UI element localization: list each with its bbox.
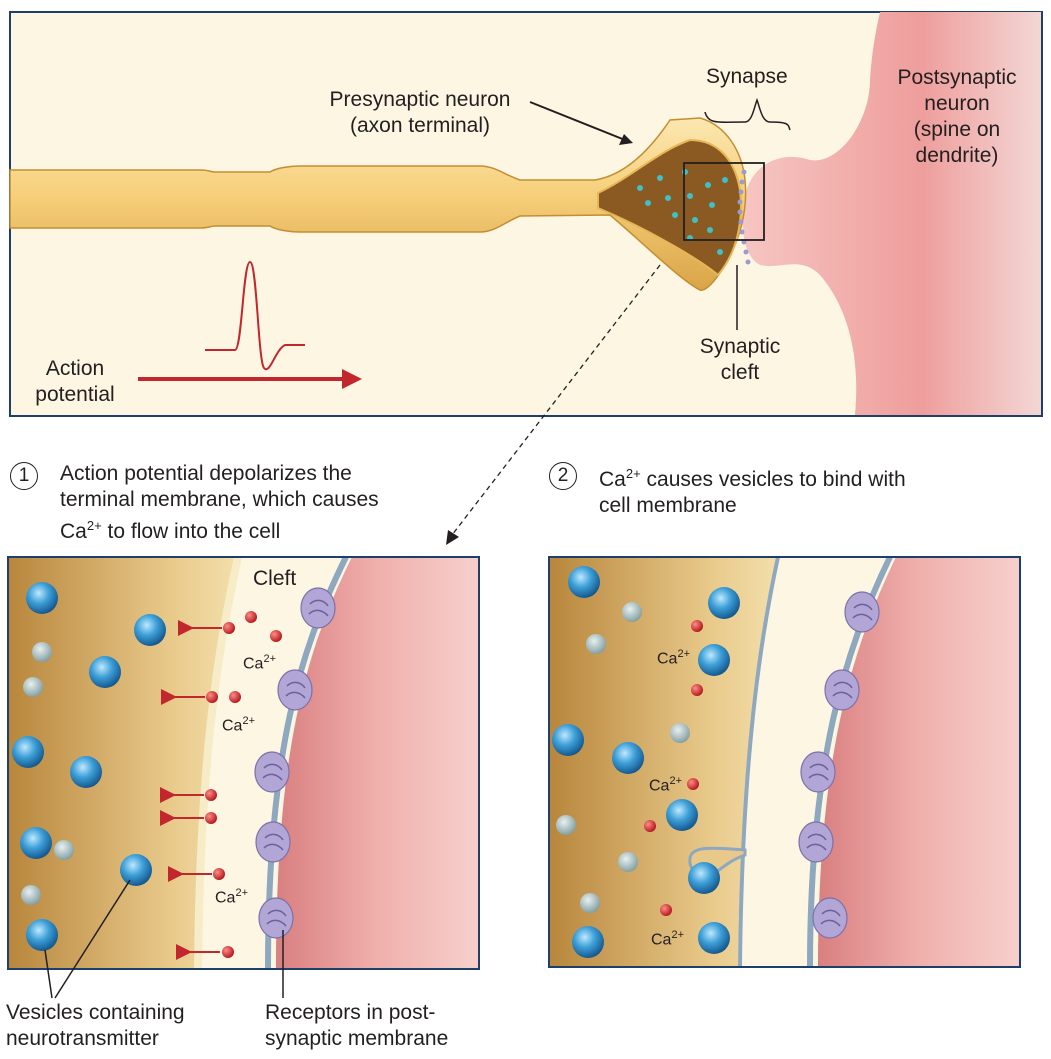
presynaptic-pointer-line (529, 101, 626, 141)
receptor (800, 751, 836, 793)
postsynaptic-neuron-shape (742, 12, 1041, 415)
receptor (258, 897, 294, 939)
calcium-ion (691, 684, 703, 696)
vesicle-faded (622, 602, 642, 622)
calcium-ion (213, 868, 225, 880)
panel2-receptors (798, 591, 880, 939)
receptor (255, 821, 291, 863)
vesicle (120, 854, 152, 886)
vesicle-layer (12, 566, 740, 958)
calcium-ion (223, 622, 235, 634)
step-2-caption: Ca2+ causes vesicles to bind with cell m… (599, 466, 906, 517)
zoom-dashed-line (451, 264, 661, 536)
vesicle (89, 656, 121, 688)
receptor (812, 897, 848, 939)
step-1-number: 1 (10, 462, 38, 490)
vesicle-pointer-line-2 (54, 879, 131, 999)
presynaptic-pointer-head (619, 134, 633, 145)
vesicle (12, 736, 44, 768)
calcium-ion (245, 611, 257, 623)
ca-label: Ca2+ (243, 653, 276, 673)
ca-label: Ca2+ (222, 715, 255, 735)
panel1-receptors (254, 587, 336, 939)
vesicle (708, 587, 740, 619)
calcium-ion (687, 778, 699, 790)
vesicle-faded (586, 634, 606, 654)
vesicle (26, 582, 58, 614)
calcium-ion (270, 630, 282, 642)
receptor (254, 751, 290, 793)
receptor (824, 669, 860, 711)
vesicle-faded (54, 840, 74, 860)
vesicle (568, 566, 600, 598)
vesicle (666, 799, 698, 831)
zoom-dashed-head (446, 530, 459, 545)
vesicle (572, 926, 604, 958)
calcium-ion (205, 789, 217, 801)
vesicle (26, 919, 58, 951)
vesicle (612, 742, 644, 774)
calcium-ion (644, 820, 656, 832)
ca-label: Ca2+ (657, 648, 690, 668)
receptor (798, 821, 834, 863)
influx-arrow-layer (160, 620, 222, 960)
receptor (277, 669, 313, 711)
vesicle-faded (670, 723, 690, 743)
calcium-ion (206, 691, 218, 703)
calcium-ion (660, 904, 672, 916)
receptors-label: Receptors in post-synaptic membrane (265, 1001, 449, 1050)
vesicle (552, 724, 584, 756)
action-potential-waveform (205, 260, 305, 371)
vesicle (134, 614, 166, 646)
presynaptic-label: Presynaptic neuron(axon terminal) (329, 88, 511, 137)
cleft-label: Cleft (253, 567, 297, 590)
ca-label: Ca2+ (215, 887, 248, 907)
calcium-ion-layer (205, 611, 703, 958)
synapse-brace (704, 97, 791, 131)
vesicle-pointer-line-1 (44, 949, 53, 999)
step-2-number: 2 (549, 462, 577, 490)
vesicle-faded (21, 885, 41, 905)
vesicle-faded (580, 893, 600, 913)
ca-label: Ca2+ (649, 775, 682, 795)
ca-label: Ca2+ (651, 929, 684, 949)
receptor (844, 591, 880, 633)
calcium-ion (205, 812, 217, 824)
zoom-box (683, 162, 765, 241)
vesicle (20, 827, 52, 859)
axon-shape (9, 117, 747, 291)
action-potential-arrow-head (342, 369, 362, 389)
vesicle-faded (618, 852, 638, 872)
calcium-ion (229, 691, 241, 703)
vesicle (698, 922, 730, 954)
vesicle-faded (556, 815, 576, 835)
vesicle-faded (23, 677, 43, 697)
vesicle (698, 644, 730, 676)
receptor (300, 587, 336, 629)
vesicle-faded (32, 642, 52, 662)
synapse-label: Synapse (706, 65, 788, 88)
calcium-ion (691, 620, 703, 632)
step-1-caption: Action potential depolarizes the termina… (60, 462, 379, 543)
vesicle (70, 756, 102, 788)
vesicle (688, 862, 720, 894)
calcium-ion (222, 946, 234, 958)
